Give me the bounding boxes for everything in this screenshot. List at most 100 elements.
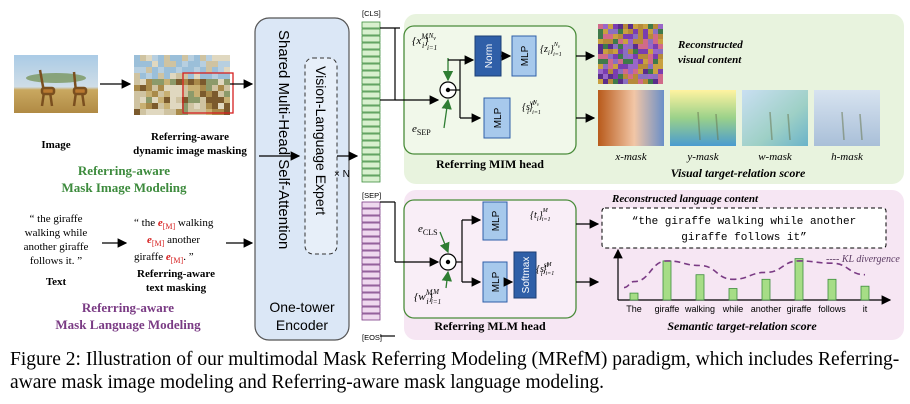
recon-image-patch: [598, 59, 603, 64]
recon-image-patch: [618, 64, 623, 69]
masked-image-patch: [206, 103, 212, 109]
mlp-label-mlm-2: MLP: [491, 271, 502, 292]
recon-image-patch: [653, 29, 658, 34]
masked-image-patch: [182, 61, 188, 67]
masked-image-patch: [134, 103, 140, 109]
recon-image-patch: [633, 69, 638, 74]
mlp-label-mlm-1: MLP: [491, 210, 502, 231]
text-token: [361, 299, 381, 307]
masked-image-patch: [218, 109, 224, 115]
masked-image-patch: [212, 85, 218, 91]
visual-score-label: Visual target-relation score: [671, 166, 806, 180]
masked-image-patch: [176, 61, 182, 67]
recon-image-patch: [618, 69, 623, 74]
recon-image-patch: [618, 54, 623, 59]
recon-image-patch: [658, 49, 663, 54]
recon-image-patch: [618, 39, 623, 44]
recon-image-patch: [598, 64, 603, 69]
masked-image-patch: [134, 91, 140, 97]
mlp-block-mim-1: [511, 35, 537, 77]
mlp-block-mlm-1: [482, 201, 508, 241]
eos-token-label: [EOS]: [362, 333, 382, 342]
recon-image-patch: [598, 24, 603, 29]
visual-token: [361, 133, 381, 141]
mlm-head-title: Referring MLM head: [434, 319, 546, 333]
masked-image-patch: [224, 85, 230, 91]
masked-image-patch: [218, 67, 224, 73]
masked-image-patch: [182, 67, 188, 73]
masked-image-patch: [194, 61, 200, 67]
text-token: [361, 285, 381, 293]
visual-token: [361, 35, 381, 43]
text-token: [361, 208, 381, 216]
recon-image-patch: [643, 74, 648, 79]
masked-image-patch: [176, 67, 182, 73]
text-token: [361, 313, 381, 321]
masked-image-patch: [140, 97, 146, 103]
recon-image-patch: [628, 44, 633, 49]
masked-image-patch: [200, 97, 206, 103]
recon-image-patch: [623, 39, 628, 44]
recon-image-patch: [653, 49, 658, 54]
masked-image-patch: [218, 73, 224, 79]
recon-image-patch: [658, 74, 663, 79]
masked-image-patch: [212, 61, 218, 67]
h-mask-label: h-mask: [831, 151, 864, 163]
masked-image-patch: [200, 79, 206, 85]
recon-image-patch: [653, 64, 658, 69]
recon-image-patch: [658, 64, 663, 69]
recon-image-patch: [653, 69, 658, 74]
masked-image-patch: [218, 61, 224, 67]
masked-image-patch: [170, 61, 176, 67]
recon-image-patch: [628, 49, 633, 54]
recon-image-patch: [643, 34, 648, 39]
recon-image-patch: [648, 44, 653, 49]
masked-image-patch: [170, 97, 176, 103]
recon-image-patch: [648, 49, 653, 54]
masked-image-patch: [194, 109, 200, 115]
visual-token: [361, 21, 381, 29]
masked-image-patch: [158, 67, 164, 73]
masked-image-patch: [206, 67, 212, 73]
recon-visual-label-1: Reconstructed: [677, 39, 743, 51]
visual-token: [361, 56, 381, 64]
recon-image-patch: [598, 49, 603, 54]
recon-image-patch: [653, 34, 658, 39]
masked-image-patch: [140, 79, 146, 85]
masked-image-patch: [182, 73, 188, 79]
masked-image-patch: [188, 61, 194, 67]
recon-image-patch: [643, 59, 648, 64]
cls-token-label: [CLS]: [362, 9, 381, 18]
mim-title-1: Referring-aware: [78, 163, 170, 178]
visual-token: [361, 112, 381, 120]
masked-image-patch: [182, 97, 188, 103]
chart-tick-label: giraffe: [655, 304, 680, 314]
recon-image-patch: [613, 74, 618, 79]
shared-attention-label: Shared Multi-Head Self-Attention: [275, 30, 292, 249]
masked-image-patch: [206, 85, 212, 91]
sep-token-label: [SEP]: [362, 191, 381, 200]
recon-image-patch: [633, 64, 638, 69]
masked-image-patch: [188, 97, 194, 103]
masked-image-patch: [164, 61, 170, 67]
recon-image-patch: [613, 69, 618, 74]
y-mask-label: y-mask: [686, 151, 719, 163]
recon-image-patch: [623, 34, 628, 39]
recon-image-patch: [603, 39, 608, 44]
recon-image-patch: [603, 34, 608, 39]
recon-image-patch: [658, 34, 663, 39]
masked-image-patch: [224, 91, 230, 97]
recon-image-patch: [603, 54, 608, 59]
masked-image-patch: [194, 55, 200, 61]
recon-image-patch: [658, 54, 663, 59]
masked-image-patch: [134, 73, 140, 79]
masked-image-patch: [194, 91, 200, 97]
recon-image-patch: [608, 74, 613, 79]
masked-image-patch: [170, 55, 176, 61]
visual-token: [361, 77, 381, 85]
recon-image-patch: [633, 39, 638, 44]
masked-image-patch: [134, 55, 140, 61]
masked-image-patch: [200, 103, 206, 109]
masked-image-patch: [206, 55, 212, 61]
